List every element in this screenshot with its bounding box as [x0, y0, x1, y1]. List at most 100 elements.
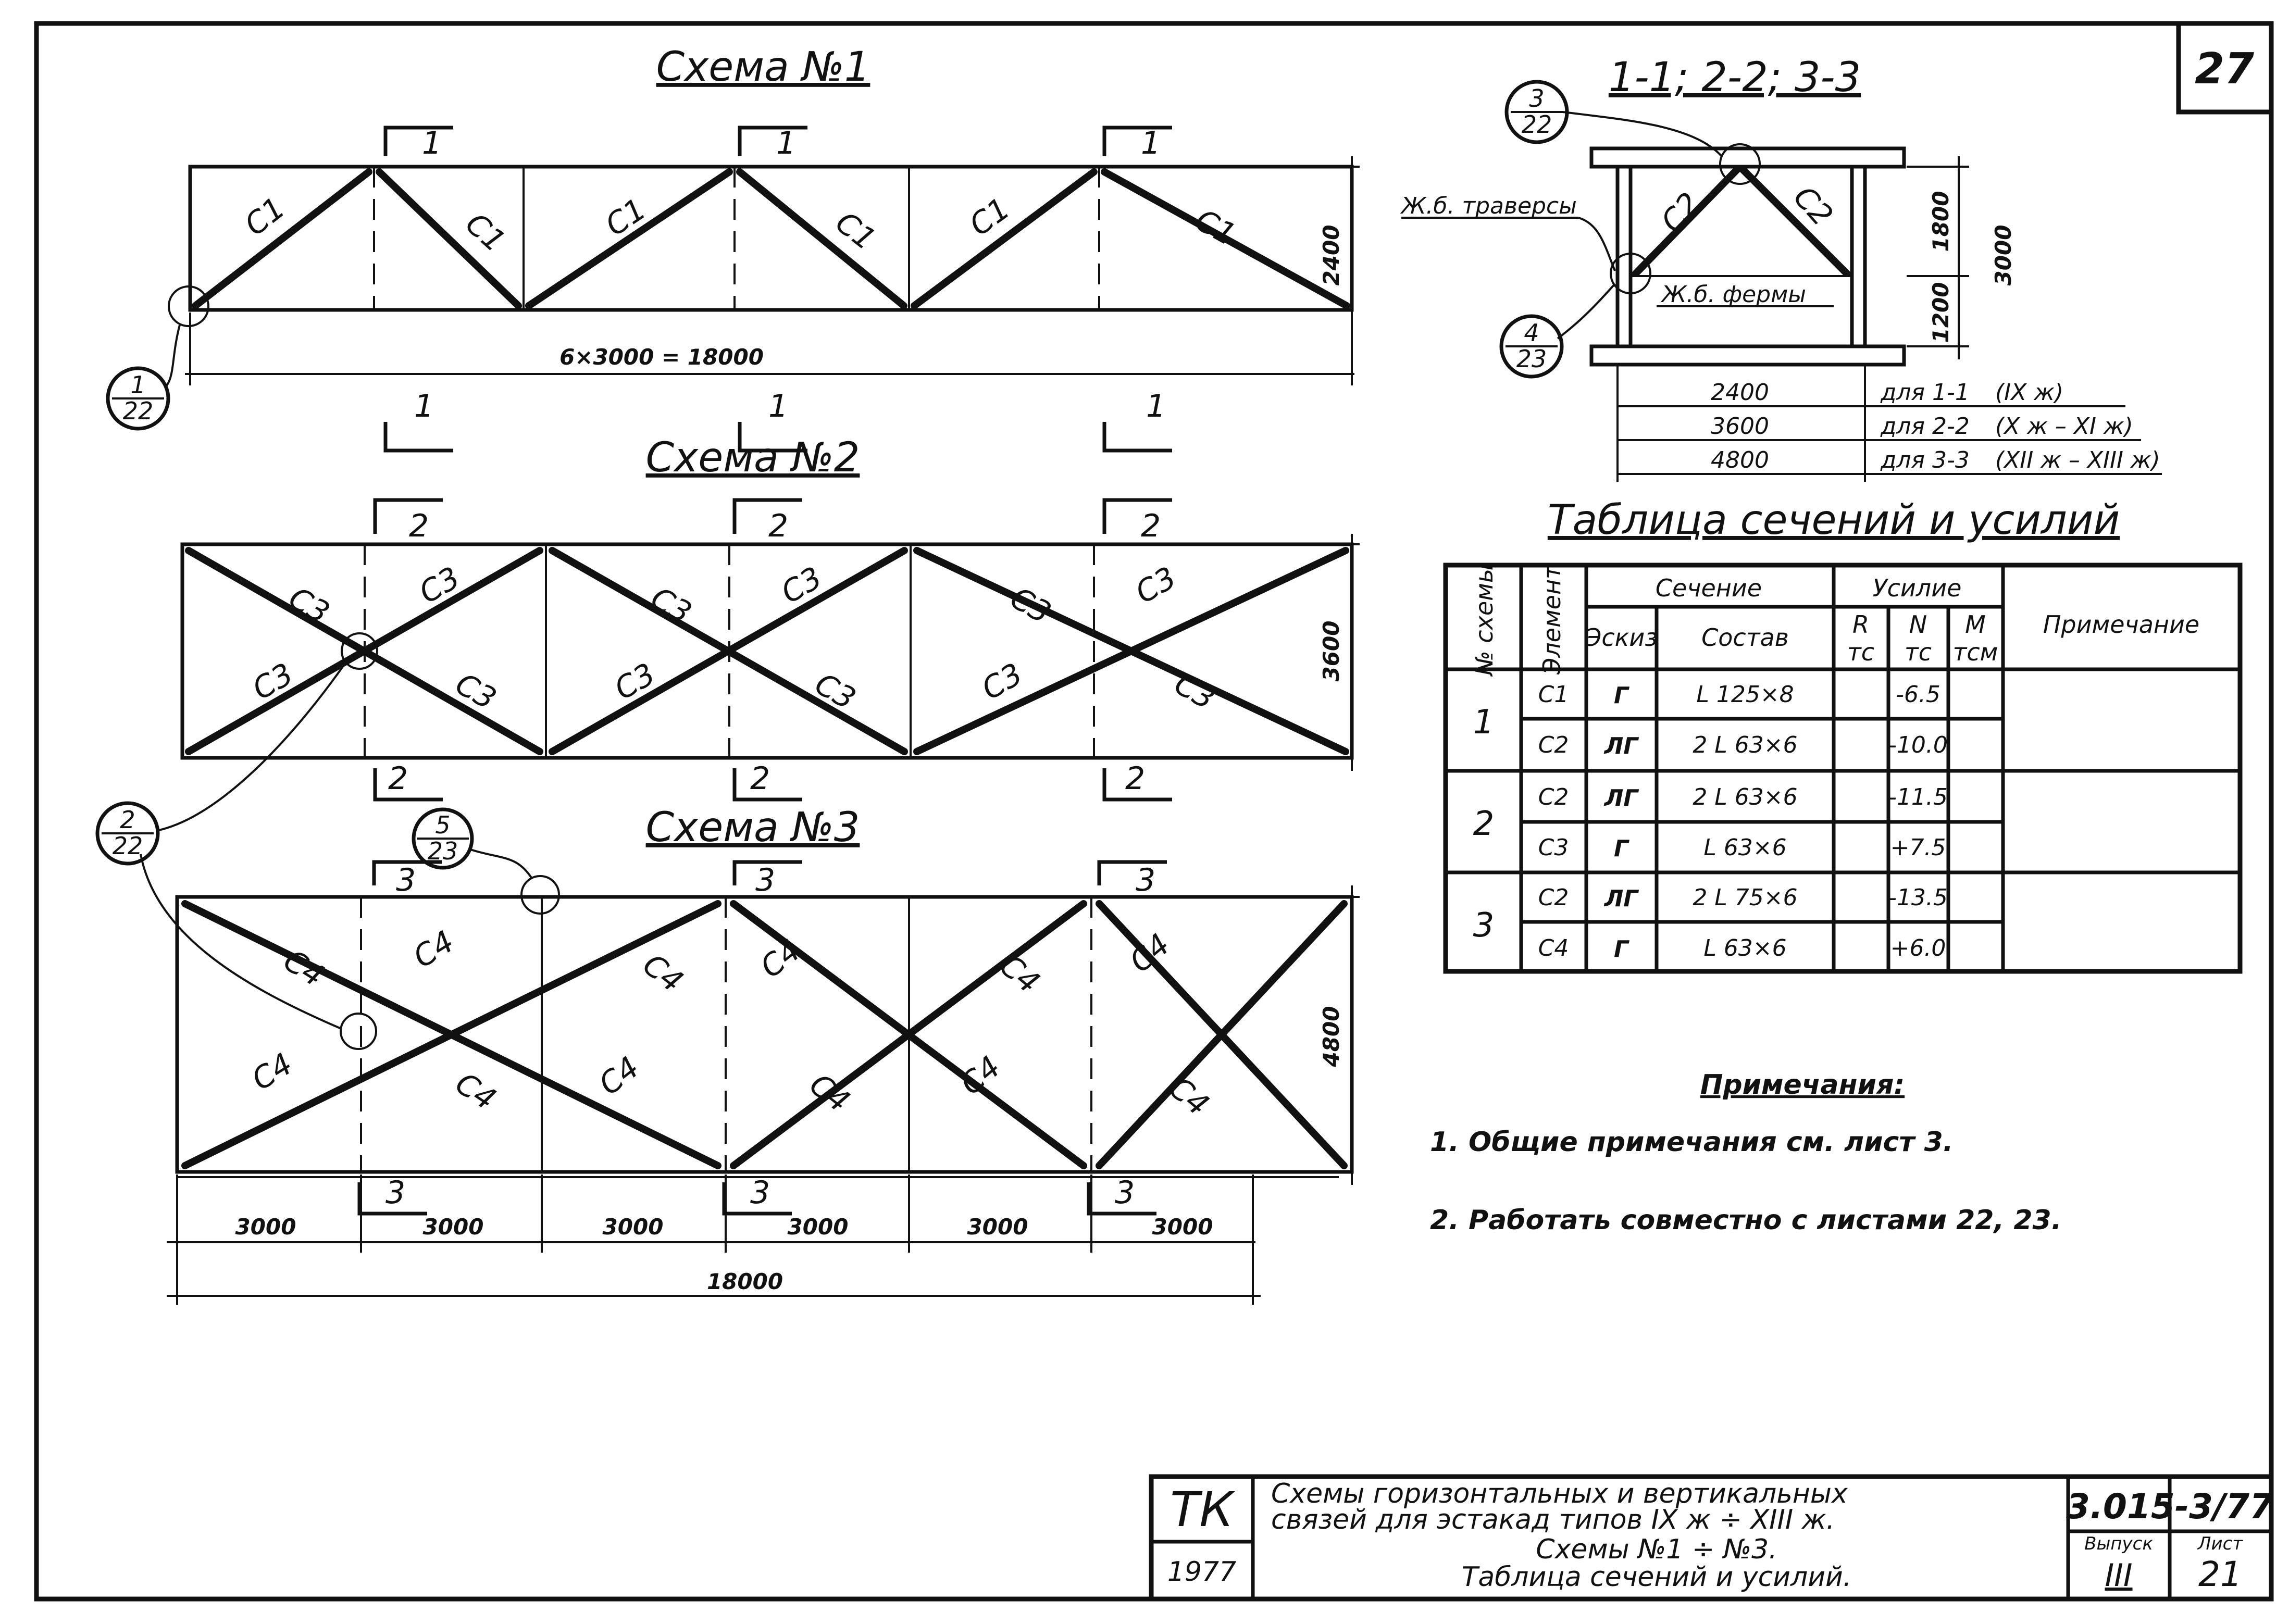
cell-sketch: ЛГ — [1603, 733, 1639, 759]
member-label: C3 — [246, 656, 299, 707]
node-ref-den: 22 — [113, 832, 143, 860]
section-label: 3 — [396, 862, 416, 898]
scheme-3-post-lines — [360, 897, 1092, 1172]
member-label: C3 — [645, 580, 698, 631]
scheme-2-dim-height: 3600 — [1318, 621, 1344, 682]
notes-title: Примечания: — [1700, 1069, 1905, 1101]
member-label: C4 — [636, 946, 690, 999]
cell-sketch: Г — [1614, 682, 1629, 709]
cell-n: +6.0 — [1890, 935, 1946, 961]
cell-n: -6.5 — [1896, 681, 1940, 708]
cell-n: -11.5 — [1888, 784, 1948, 810]
table-grid — [1446, 565, 2240, 971]
section-label: 3 — [1115, 1175, 1135, 1211]
cell-composition: L 125×8 — [1696, 681, 1794, 708]
dim-total: 3000 — [1991, 225, 2016, 286]
member-label: C3 — [283, 580, 335, 631]
scheme-2-section-marks — [373, 498, 1172, 802]
scheme-3: Схема №3 C4 C4 C4 C4 C4 C4 C4 C4 — [140, 804, 1360, 1305]
stamp-desc-line: связей для эстакад типов IX ж ÷ XIII ж. — [1271, 1504, 1835, 1535]
width-value: 4800 — [1711, 447, 1769, 473]
scheme-1-title: Схема №1 — [656, 44, 870, 91]
cell-composition: 2 L 63×6 — [1693, 732, 1797, 758]
scheme-1-dim-height: 2400 — [1318, 225, 1344, 286]
stamp-year: 1977 — [1167, 1556, 1236, 1588]
scheme-2-title: Схема №2 — [646, 434, 860, 481]
cell-composition: 2 L 75×6 — [1693, 884, 1797, 911]
node-ref-num: 2 — [120, 806, 135, 834]
member-label: C1 — [599, 191, 652, 243]
section-label: 1 — [1141, 125, 1161, 161]
bay-dim: 3000 — [1152, 1214, 1213, 1240]
node-ref-den: 22 — [1522, 110, 1552, 139]
section-label: 2 — [768, 508, 788, 544]
section-label: 1 — [768, 388, 788, 424]
scheme-2-section-labels: 2 2 2 2 2 2 — [388, 508, 1161, 797]
sheet-number-box — [2176, 21, 2274, 115]
section-label: 3 — [750, 1175, 770, 1211]
sheet-frame — [34, 21, 2274, 1602]
dim-lower: 1200 — [1928, 282, 1954, 343]
scheme-1-member-labels: C1 C1 C1 C1 C1 C1 — [238, 190, 1242, 259]
stamp-sheet: 21 — [2198, 1554, 2242, 1594]
stamp-desc-line: Таблица сечений и усилий. — [1462, 1561, 1852, 1593]
scheme-3-section-marks — [357, 860, 1167, 1216]
top-traverse — [1589, 146, 1906, 169]
scheme-1-outline — [188, 165, 1354, 312]
bay-dim: 3000 — [967, 1214, 1028, 1240]
member-label: C2 — [1654, 185, 1707, 239]
section-title: 1-1; 2-2; 3-3 — [1609, 54, 1861, 101]
width-note: для 1-1 — [1880, 379, 1970, 406]
header-section: Сечение — [1656, 574, 1762, 602]
cell-element: C2 — [1538, 884, 1569, 911]
width-types: (XII ж – XIII ж) — [1995, 447, 2160, 473]
section-label: 2 — [1141, 508, 1161, 544]
scheme-3-bay-dims: 3000 3000 3000 3000 3000 3000 — [235, 1214, 1213, 1240]
cell-sketch: ЛГ — [1603, 785, 1639, 811]
section-label: 1 — [1146, 388, 1166, 424]
header-m: M — [1965, 610, 1986, 639]
section-braces — [1632, 166, 1850, 277]
header-m-unit: тсм — [1953, 638, 1998, 666]
node-ref-badge — [106, 366, 170, 431]
member-label: C4 — [407, 923, 460, 975]
table-title: Таблица сечений и усилий — [1548, 497, 2120, 544]
width-note: для 2-2 — [1880, 413, 1970, 440]
scheme-2-panel-lines — [545, 544, 912, 758]
stamp-issue-label: Выпуск — [2084, 1533, 2153, 1554]
section-label: 1 — [422, 125, 442, 161]
note-item: 1. Общие примечания см. лист 3. — [1430, 1127, 1954, 1158]
cell-composition: 2 L 63×6 — [1693, 784, 1797, 810]
sheet-number: 27 — [2195, 44, 2254, 94]
header-scheme: № схемы — [1470, 564, 1498, 677]
width-value: 2400 — [1711, 379, 1769, 406]
cell-composition: L 63×6 — [1703, 935, 1786, 961]
cell-composition: L 63×6 — [1703, 834, 1786, 861]
node-ref-badge — [1504, 80, 1569, 144]
cell-element: C1 — [1538, 681, 1569, 708]
member-label: C4 — [953, 1049, 1007, 1102]
width-types: (X ж – XI ж) — [1995, 413, 2133, 440]
scheme-3-title: Схема №3 — [646, 804, 860, 851]
scheme-3-node-circle-top — [520, 875, 560, 915]
section-posts — [1615, 167, 1867, 346]
cell-scheme: 3 — [1473, 906, 1495, 945]
bay-dim: 3000 — [235, 1214, 296, 1240]
label-traverse: Ж.б. траверсы — [1400, 193, 1577, 219]
cell-n: -13.5 — [1888, 884, 1948, 911]
scheme-1-node-circle — [168, 285, 209, 327]
node-ref-num: 4 — [1524, 319, 1539, 347]
cell-sketch: ЛГ — [1603, 885, 1639, 912]
scheme-2-dimension-lines — [1344, 534, 1360, 771]
header-sketch: Эскиз — [1584, 623, 1658, 652]
node-ref-badge — [1499, 314, 1564, 379]
section-width-values: 2400 3600 4800 для 1-1 для 2-2 для 3-3 (… — [1711, 379, 2160, 473]
member-label: C4 — [449, 1065, 502, 1117]
scheme-3-dimension-lines — [167, 885, 1360, 1305]
section-node-circle-top — [1719, 143, 1761, 185]
scheme-2: Схема №2 C3 C3 C3 C3 C3 C3 C3 C3 — [95, 434, 1360, 866]
node-ref-den: 23 — [1516, 345, 1547, 373]
bottom-traverse — [1589, 344, 1906, 367]
scheme-1-diagonals — [192, 168, 1350, 309]
